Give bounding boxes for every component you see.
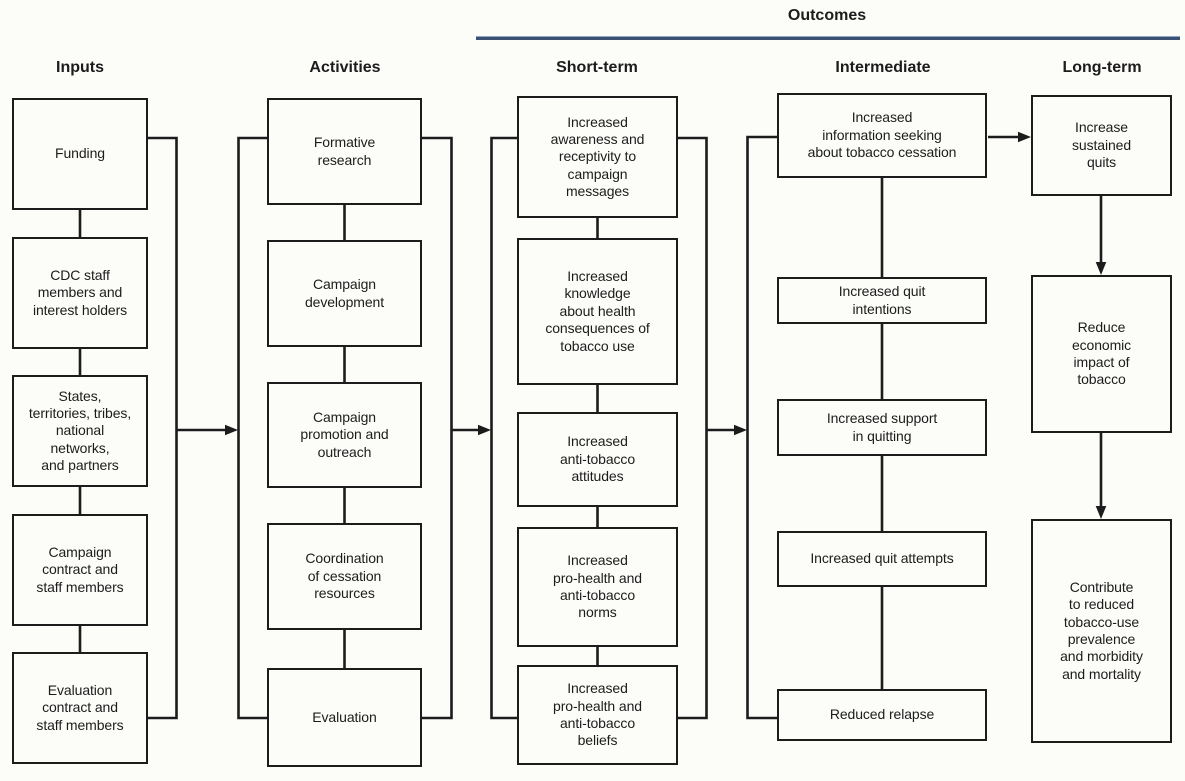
- activities-right-bracket: [422, 136, 453, 720]
- column-header-long-term: Long-term: [1062, 59, 1142, 76]
- column-header-intermediate: Intermediate: [835, 59, 931, 76]
- box-reduced-relapse: Reduced relapse: [777, 689, 987, 741]
- box-information-seeking: Increased information seeking about toba…: [777, 93, 987, 178]
- box-economic-impact: Reduce economic impact of tobacco: [1031, 275, 1172, 433]
- box-campaign-development: Campaign development: [267, 240, 422, 347]
- box-increased-knowledge: Increased knowledge about health consequ…: [517, 238, 678, 385]
- box-pro-health-norms: Increased pro-health and anti-tobacco no…: [517, 527, 678, 647]
- box-quit-intentions: Increased quit intentions: [777, 277, 987, 324]
- box-sustained-quits: Increase sustained quits: [1031, 95, 1172, 196]
- box-pro-health-beliefs: Increased pro-health and anti-tobacco be…: [517, 665, 678, 765]
- inputs-to-activities-arrow: [176, 424, 238, 436]
- sustained-quits-to-economic-impact-arrow: [1095, 196, 1107, 275]
- column-header-inputs: Inputs: [56, 59, 104, 76]
- column-header-short-term: Short-term: [556, 59, 638, 76]
- box-quit-attempts: Increased quit attempts: [777, 531, 987, 587]
- box-evaluation-contract: Evaluation contract and staff members: [12, 652, 148, 764]
- activities-left-bracket: [237, 136, 267, 720]
- inputs-right-bracket: [148, 136, 178, 720]
- box-funding: Funding: [12, 98, 148, 210]
- box-cdc-staff: CDC staff members and interest holders: [12, 237, 148, 349]
- box-increased-awareness: Increased awareness and receptivity to c…: [517, 96, 678, 218]
- short-term-to-intermediate-arrow: [706, 424, 747, 436]
- box-reduced-prevalence: Contribute to reduced tobacco-use preval…: [1031, 519, 1172, 743]
- box-evaluation: Evaluation: [267, 668, 422, 767]
- economic-impact-to-prevalence-arrow: [1095, 433, 1107, 519]
- outcomes-header: Outcomes: [787, 7, 867, 24]
- box-formative-research: Formative research: [267, 98, 422, 205]
- column-header-activities: Activities: [309, 59, 381, 76]
- activities-to-short-term-arrow: [451, 424, 491, 436]
- box-coordination-cessation: Coordination of cessation resources: [267, 523, 422, 630]
- outcomes-divider-line: [476, 36, 1180, 40]
- short-term-left-bracket: [490, 136, 517, 720]
- box-campaign-contract: Campaign contract and staff members: [12, 514, 148, 626]
- box-anti-tobacco-attitudes: Increased anti-tobacco attitudes: [517, 412, 678, 507]
- intermediate-left-bracket: [746, 135, 777, 720]
- box-states-territories: States, territories, tribes, national ne…: [12, 375, 148, 487]
- box-support-quitting: Increased support in quitting: [777, 399, 987, 456]
- box-campaign-promotion: Campaign promotion and outreach: [267, 382, 422, 488]
- short-term-right-bracket: [678, 136, 708, 720]
- intermediate-to-long-term-arrow: [988, 131, 1031, 143]
